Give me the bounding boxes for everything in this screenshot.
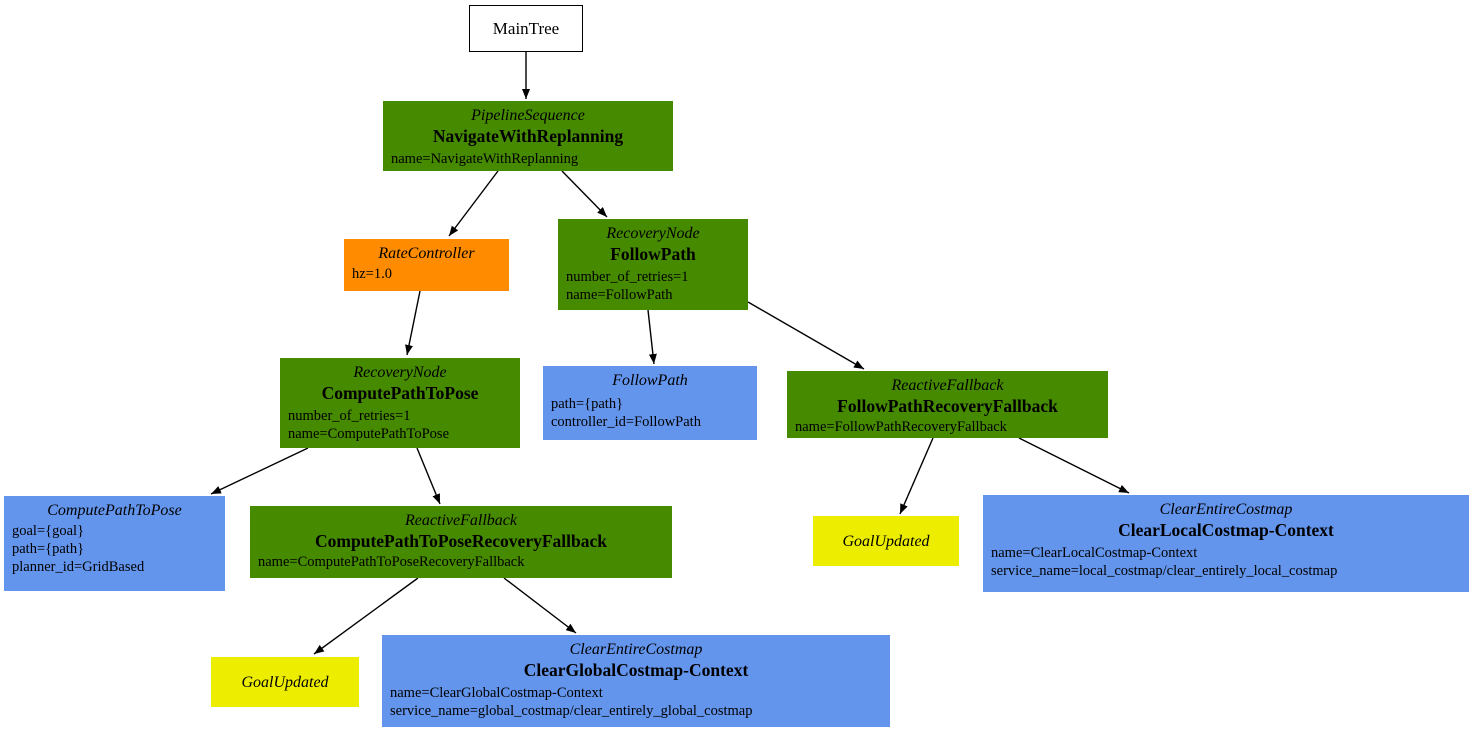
node-type-label: RecoveryNode: [606, 225, 700, 242]
edge-navigate-ratecontroller: [448, 170, 499, 237]
node-param: path={path}: [12, 541, 85, 557]
node-follow-path-recovery-fallback: ReactiveFallback FollowPathRecoveryFallb…: [787, 371, 1108, 438]
edge-navigate-recoveryfollowpath: [561, 170, 608, 218]
node-param: name=ComputePathToPoseRecoveryFallback: [258, 554, 525, 570]
edge-recoverycomputepath-reactivefallback: [416, 447, 441, 505]
node-compute-path-recovery-fallback: ReactiveFallback ComputePathToPoseRecove…: [250, 506, 672, 578]
node-clear-local-costmap: ClearEntireCostmap ClearLocalCostmap-Con…: [983, 495, 1469, 592]
node-type-label: ClearEntireCostmap: [569, 641, 703, 658]
edge-ratecontroller-recoverycomputepath: [405, 290, 421, 356]
node-type-label: RecoveryNode: [353, 364, 447, 381]
node-navigate-with-replanning: PipelineSequence NavigateWithReplanning …: [383, 101, 673, 171]
node-type-label: RateController: [378, 245, 475, 262]
node-param: name=FollowPath: [566, 287, 673, 303]
node-name-label: FollowPathRecoveryFallback: [837, 396, 1058, 416]
node-param: service_name=global_costmap/clear_entire…: [390, 703, 753, 719]
node-recovery-compute-path: RecoveryNode ComputePathToPose number_of…: [280, 358, 520, 448]
node-param: name=FollowPathRecoveryFallback: [795, 419, 1007, 435]
node-name-label: ComputePathToPose: [321, 383, 479, 403]
edge-followpathfallback-goalupdated-right: [899, 437, 934, 515]
node-param: path={path}: [551, 396, 624, 412]
node-type-label: ReactiveFallback: [405, 512, 517, 529]
node-name-label: ClearLocalCostmap-Context: [1118, 520, 1334, 540]
node-param: hz=1.0: [352, 266, 392, 282]
node-type-label: GoalUpdated: [241, 673, 329, 691]
node-param: name=NavigateWithReplanning: [391, 151, 579, 167]
node-goal-updated-right: GoalUpdated: [813, 516, 959, 566]
node-name-label: NavigateWithReplanning: [432, 126, 624, 146]
node-param: controller_id=FollowPath: [551, 414, 701, 430]
node-param: name=ClearLocalCostmap-Context: [991, 545, 1198, 561]
node-name-label: FollowPath: [610, 244, 696, 264]
edge-recoveryfollowpath-followpathaction: [647, 309, 657, 365]
node-rate-controller: RateController hz=1.0: [344, 239, 509, 291]
node-maintree: MainTree: [469, 5, 583, 52]
edge-recoveryfollowpath-followpathfallback: [747, 301, 865, 370]
node-param: name=ClearGlobalCostmap-Context: [390, 685, 603, 701]
node-param: name=ComputePathToPose: [288, 426, 450, 442]
node-name-label: ComputePathToPoseRecoveryFallback: [315, 531, 607, 551]
node-type-label: ClearEntireCostmap: [1159, 501, 1293, 518]
node-type-label: ReactiveFallback: [891, 377, 1004, 394]
node-goal-updated-bottom: GoalUpdated: [211, 657, 359, 707]
node-clear-global-costmap: ClearEntireCostmap ClearGlobalCostmap-Co…: [382, 635, 890, 727]
node-param: planner_id=GridBased: [12, 559, 145, 575]
node-param: number_of_retries=1: [288, 408, 411, 424]
node-recovery-follow-path: RecoveryNode FollowPath number_of_retrie…: [558, 219, 748, 310]
node-param: number_of_retries=1: [566, 269, 689, 285]
node-type-label: ComputePathToPose: [47, 502, 182, 519]
node-param: goal={goal}: [12, 523, 85, 539]
node-param: service_name=local_costmap/clear_entirel…: [991, 563, 1338, 579]
node-follow-path-action: FollowPath path={path} controller_id=Fol…: [543, 366, 757, 440]
node-compute-path-action: ComputePathToPose goal={goal} path={path…: [4, 496, 225, 591]
edge-recoverycomputepath-computepathaction: [210, 447, 309, 495]
node-type-label: GoalUpdated: [842, 532, 930, 550]
node-maintree-label: MainTree: [492, 19, 560, 38]
node-type-label: FollowPath: [612, 372, 688, 389]
edge-followpathfallback-clearlocalcostmap: [1018, 437, 1130, 494]
node-type-label: PipelineSequence: [471, 107, 585, 124]
node-name-label: ClearGlobalCostmap-Context: [523, 660, 749, 680]
edge-reactivefallback-clearglobalcostmap: [503, 577, 577, 634]
